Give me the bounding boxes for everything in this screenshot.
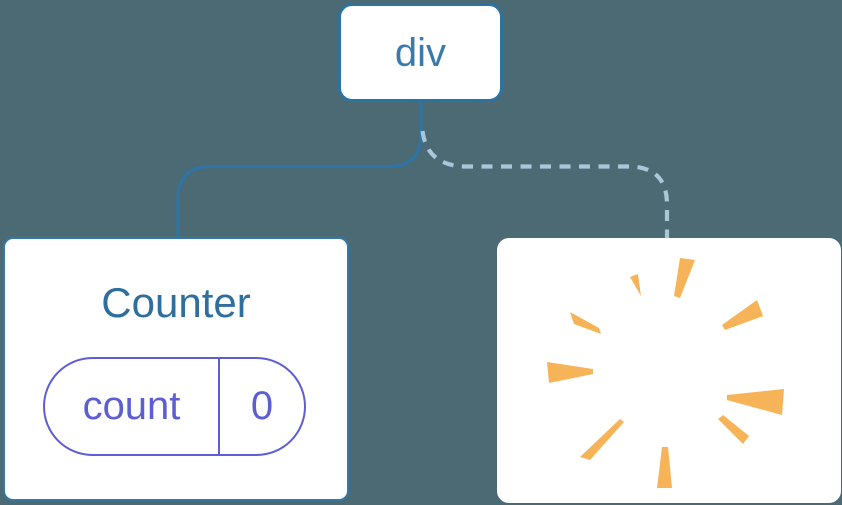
tree-node-counter: Counter count 0 <box>3 237 349 501</box>
poof-icon <box>547 258 784 488</box>
div-node-label: div <box>394 30 447 75</box>
state-key-label: count <box>82 384 181 428</box>
state-value-label: 0 <box>250 384 274 428</box>
tree-node-removed <box>497 238 841 503</box>
tree-node-div: div <box>338 3 503 102</box>
state-pill: count 0 <box>43 357 306 456</box>
pill-divider <box>218 359 220 454</box>
edge-div-to-counter <box>176 100 423 239</box>
edge-div-to-removed <box>420 130 670 240</box>
counter-node-title: Counter <box>101 279 251 326</box>
